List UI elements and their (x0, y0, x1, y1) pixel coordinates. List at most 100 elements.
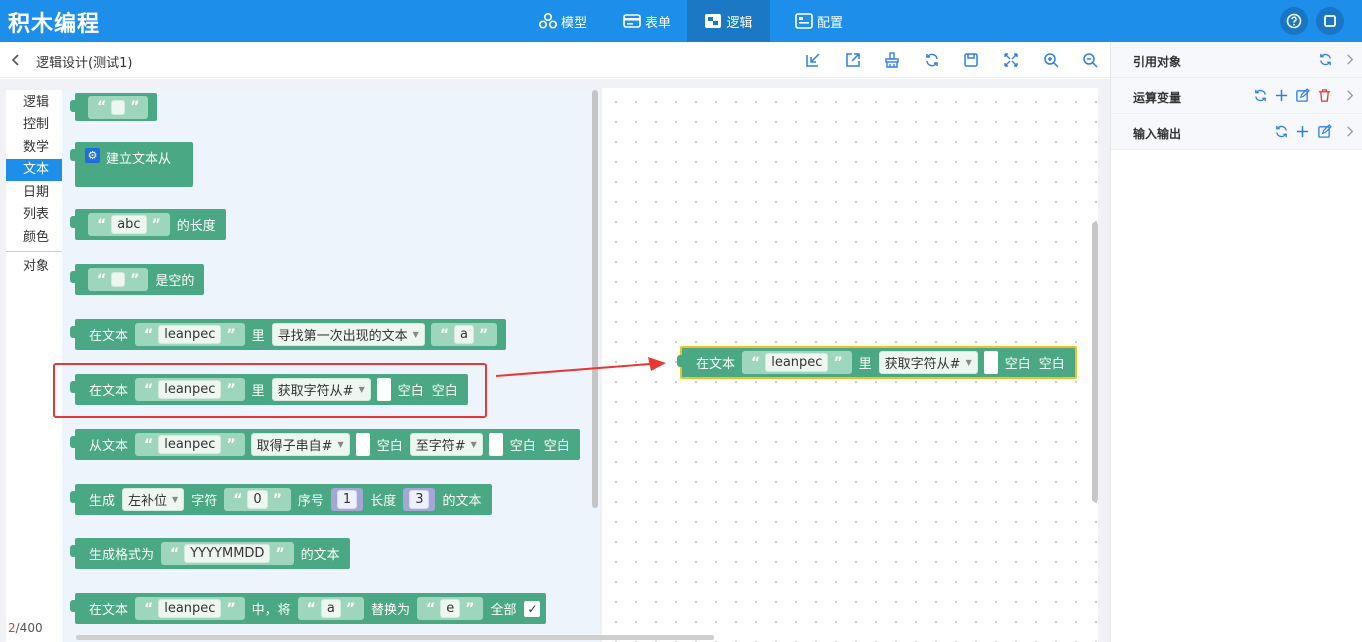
category-list-item[interactable]: 列表 (23, 207, 50, 222)
text-value-field[interactable]: leanpec (158, 380, 222, 399)
input-slot[interactable] (983, 351, 998, 374)
tab-model[interactable]: 模型 (528, 0, 598, 42)
clear-icon[interactable] (883, 51, 901, 69)
canvas-get-char-block[interactable]: 在文本 “leanpec” 里 获取字符从#▼ 空白 空白 (677, 346, 1077, 379)
text-value-field[interactable]: leanpec (158, 435, 222, 454)
number-field[interactable]: 1 (336, 490, 358, 509)
logic-icon (705, 14, 722, 28)
block-label: 中，将 (251, 603, 291, 618)
fit-icon[interactable] (1002, 51, 1020, 69)
top-bar: 积木编程 模型 表单 逻辑 配置 (0, 0, 1362, 42)
text-value-field[interactable]: a (454, 325, 474, 344)
help-button[interactable] (1280, 7, 1308, 35)
block-label: 生成格式为 (89, 548, 155, 563)
zoom-out-icon[interactable] (1081, 51, 1099, 69)
text-get-char-block[interactable]: 在文本 “leanpec” 里 获取字符从#▼ 空白 空白 (70, 374, 468, 405)
block-label: 空白 (397, 384, 424, 399)
input-slot[interactable] (376, 378, 391, 401)
tab-logic-label: 逻辑 (726, 15, 753, 31)
category-date[interactable]: 日期 (23, 185, 50, 200)
category-logic[interactable]: 逻辑 (23, 95, 50, 110)
text-find-block[interactable]: 在文本 “leanpec” 里 寻找第一次出现的文本▼ “a” (69, 319, 507, 350)
char-mode-dropdown[interactable]: 获取字符从#▼ (878, 351, 978, 374)
replace-all-checkbox[interactable]: ✓ (524, 600, 541, 617)
text-pad-block[interactable]: 生成 左补位▼ 字符 “0” 序号 1 长度 3 的文本 (70, 484, 492, 515)
block-label: 空白 (509, 439, 536, 454)
chevron-right-icon[interactable] (1342, 124, 1357, 139)
refresh-icon[interactable] (1274, 124, 1289, 139)
text-quote: “leanpec” (135, 433, 245, 456)
horizontal-scrollbar[interactable] (76, 635, 714, 640)
text-value-field[interactable]: leanpec (158, 325, 222, 344)
block-label: 空白 (1038, 357, 1065, 372)
refresh-icon[interactable] (1318, 52, 1333, 67)
find-mode-dropdown[interactable]: 寻找第一次出现的文本▼ (271, 323, 425, 346)
model-icon (538, 13, 557, 29)
block-label: 里 (251, 329, 265, 344)
block-label: 从文本 (89, 439, 129, 454)
category-math[interactable]: 数学 (23, 140, 50, 155)
tab-logic[interactable]: 逻辑 (687, 0, 770, 42)
pad-side-dropdown[interactable]: 左补位▼ (122, 488, 185, 511)
section-operation-variables[interactable]: 运算变量 (1111, 78, 1362, 114)
text-quote: “” (88, 95, 149, 119)
block-label: 的长度 (176, 219, 216, 234)
export-icon[interactable] (844, 51, 862, 69)
substring-from-dropdown[interactable]: 取得子串自#▼ (250, 433, 350, 456)
create-text-label: 建立文本从 (106, 152, 172, 167)
number-field[interactable]: 3 (409, 490, 430, 509)
delete-icon[interactable] (1317, 88, 1332, 103)
text-value-field[interactable]: a (320, 599, 341, 618)
canvas-scrollbar[interactable] (1092, 222, 1098, 502)
import-icon[interactable] (804, 51, 822, 69)
refresh-icon[interactable] (923, 51, 941, 69)
tab-config[interactable]: 配置 (784, 0, 854, 42)
tab-config-label: 配置 (816, 15, 843, 31)
text-quote: “leanpec” (135, 323, 245, 346)
back-icon[interactable] (10, 52, 22, 68)
empty-text-field[interactable] (111, 99, 126, 115)
block-label: 空白 (376, 439, 403, 454)
zoom-in-icon[interactable] (1042, 51, 1060, 69)
edit-icon[interactable] (1317, 124, 1332, 139)
chevron-right-icon[interactable] (1342, 52, 1357, 67)
empty-text-field[interactable] (111, 272, 126, 287)
tab-form[interactable]: 表单 (612, 0, 682, 42)
text-format-block[interactable]: 生成格式为 “YYYYMMDD” 的文本 (70, 538, 350, 569)
text-length-block[interactable]: “abc” 的长度 (70, 209, 226, 240)
section-input-output[interactable]: 输入输出 (1111, 114, 1362, 150)
text-value-field[interactable]: leanpec (158, 599, 222, 618)
text-literal-block[interactable]: “” (69, 93, 158, 121)
text-quote: “a” (430, 323, 498, 346)
text-substring-block[interactable]: 从文本 “leanpec” 取得子串自#▼ 空白 至字符#▼ 空白 空白 (70, 429, 580, 460)
gear-icon[interactable]: ⚙ (85, 148, 100, 163)
text-replace-block[interactable]: 在文本 “leanpec” 中，将 “a” 替换为 “e” 全部 ✓ (69, 593, 547, 624)
text-is-empty-block[interactable]: “” 是空的 (69, 264, 205, 295)
input-slot[interactable] (355, 433, 370, 456)
save-icon[interactable] (962, 51, 980, 69)
chevron-right-icon[interactable] (1342, 88, 1357, 103)
text-value-field[interactable]: leanpec (765, 353, 829, 372)
category-object[interactable]: 对象 (23, 259, 50, 274)
category-control[interactable]: 控制 (23, 117, 50, 132)
flyout-scrollbar[interactable] (592, 90, 598, 508)
block-label: 在文本 (89, 384, 129, 399)
fullscreen-button[interactable] (1316, 7, 1344, 35)
create-text-block[interactable]: ⚙ 建立文本从 (70, 142, 193, 187)
section-reference-objects[interactable]: 引用对象 (1111, 42, 1362, 78)
category-color[interactable]: 颜色 (23, 230, 50, 245)
char-mode-dropdown[interactable]: 获取字符从#▼ (271, 378, 371, 401)
text-value-field[interactable]: 0 (247, 490, 268, 509)
category-text[interactable]: 文本 (6, 159, 62, 181)
text-value-field[interactable]: e (440, 599, 461, 618)
text-quote: “0” (224, 488, 291, 511)
block-label: 是空的 (155, 274, 195, 289)
add-icon[interactable] (1295, 124, 1310, 139)
add-icon[interactable] (1274, 88, 1289, 103)
refresh-icon[interactable] (1253, 88, 1268, 103)
text-value-field[interactable]: abc (111, 215, 147, 234)
edit-icon[interactable] (1295, 88, 1310, 103)
text-value-field[interactable]: YYYYMMDD (184, 544, 271, 563)
substring-to-dropdown[interactable]: 至字符#▼ (409, 433, 483, 456)
input-slot[interactable] (488, 433, 503, 456)
